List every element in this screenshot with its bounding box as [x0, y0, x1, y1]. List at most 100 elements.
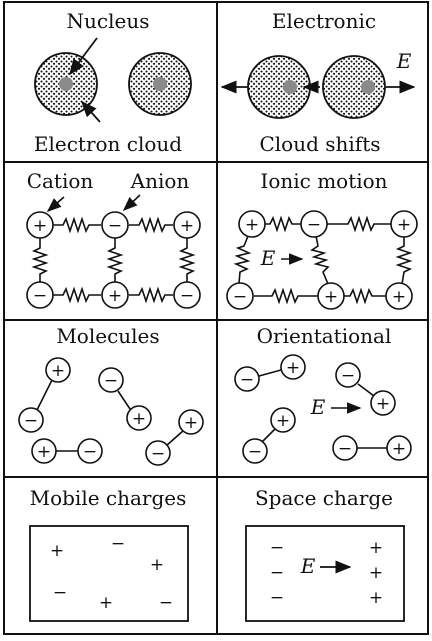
panel-electronic-neutral: Nucleus Electron cloud — [34, 9, 192, 156]
panel-ionic-motion: Ionic motion E + − + − + + — [226, 169, 418, 310]
spring — [31, 238, 49, 282]
negative-charge: − — [53, 583, 67, 603]
svg-text:+: + — [33, 216, 47, 236]
spring — [254, 287, 318, 305]
dipole-negative: − — [18, 407, 44, 433]
field-label: E — [310, 395, 326, 419]
cation: + — [317, 282, 345, 310]
spring — [233, 235, 252, 284]
cloud-pointer-arrow — [80, 100, 101, 123]
svg-text:−: − — [338, 439, 352, 459]
electronic-title: Electronic — [272, 9, 376, 33]
dipole-positive: + — [280, 354, 306, 380]
svg-text:−: − — [307, 215, 321, 235]
nucleus-label: Nucleus — [67, 9, 150, 33]
dipole-positive: + — [386, 435, 412, 461]
dipole-positive: + — [270, 407, 296, 433]
negative-charge: − — [270, 563, 284, 583]
electron-cloud — [322, 55, 386, 119]
svg-text:+: + — [132, 409, 146, 429]
svg-text:+: + — [108, 286, 122, 306]
space-charge-title: Space charge — [255, 486, 393, 510]
anion-pointer-arrow — [122, 194, 141, 211]
cation: + — [26, 211, 54, 239]
dipole-positive: + — [126, 405, 152, 431]
electron-cloud-label: Electron cloud — [34, 132, 182, 156]
dipole-bond — [261, 427, 277, 443]
cation: + — [101, 281, 129, 309]
nucleus-pointer-arrow — [69, 37, 98, 76]
svg-text:−: − — [24, 411, 38, 431]
negative-charge: − — [270, 588, 284, 608]
cloud-shifts-label: Cloud shifts — [259, 132, 380, 156]
negative-charge: − — [270, 538, 284, 558]
dipole-bond — [258, 369, 282, 377]
nucleus — [153, 77, 167, 91]
anion: − — [226, 282, 254, 310]
svg-text:+: + — [397, 215, 411, 235]
svg-text:−: − — [248, 442, 262, 462]
positive-charge: + — [50, 541, 64, 561]
cation: + — [173, 211, 201, 239]
field-label: E — [396, 49, 412, 73]
dipole-negative: − — [234, 366, 260, 392]
cation: + — [385, 282, 413, 310]
spring — [129, 286, 173, 304]
spring — [327, 215, 392, 233]
positive-charge: + — [369, 563, 383, 583]
negative-charge: − — [159, 593, 173, 613]
nucleus — [283, 80, 297, 94]
panel-mobile-charges: Mobile charges + − + − + − — [29, 486, 189, 622]
spring — [395, 236, 413, 285]
field-label: E — [300, 554, 316, 578]
positive-charge: + — [150, 555, 164, 575]
svg-text:+: + — [392, 439, 406, 459]
anion: − — [101, 211, 129, 239]
dipole-bond — [36, 379, 53, 411]
electron-cloud — [247, 55, 311, 119]
dipole-negative: − — [332, 435, 358, 461]
cation: + — [390, 210, 418, 238]
svg-text:+: + — [286, 358, 300, 378]
positive-charge: + — [369, 538, 383, 558]
svg-text:+: + — [180, 216, 194, 236]
dipole-positive: + — [31, 438, 57, 464]
svg-text:−: − — [104, 371, 118, 391]
cation: + — [238, 210, 266, 238]
spring — [53, 286, 101, 304]
dipole-bond — [165, 429, 185, 447]
molecules-title: Molecules — [56, 324, 159, 348]
panel-electronic-polarized: Electronic E Cloud shifts — [220, 9, 416, 156]
svg-text:+: + — [376, 394, 390, 414]
svg-text:+: + — [51, 361, 65, 381]
svg-text:+: + — [37, 442, 51, 462]
positive-charge: + — [369, 588, 383, 608]
svg-text:+: + — [184, 413, 198, 433]
svg-text:−: − — [108, 216, 122, 236]
panel-space-charge: Space charge − − − + + + E — [245, 486, 405, 622]
svg-text:+: + — [245, 215, 259, 235]
panel-molecules: Molecules + − − + + − + − — [18, 324, 204, 466]
mobile-charges-title: Mobile charges — [30, 486, 187, 510]
nucleus — [59, 77, 73, 91]
spring — [344, 287, 386, 305]
spring — [53, 216, 101, 234]
material-slab — [29, 525, 189, 622]
spring — [265, 215, 301, 233]
ionic-motion-title: Ionic motion — [260, 169, 387, 193]
dipole-bond — [357, 383, 375, 397]
anion-label: Anion — [130, 169, 190, 193]
dipole-positive: + — [370, 390, 396, 416]
svg-text:−: − — [180, 286, 194, 306]
dipole-negative: − — [242, 438, 268, 464]
field-label: E — [260, 246, 276, 270]
svg-text:+: + — [324, 287, 338, 307]
svg-text:−: − — [233, 287, 247, 307]
dipole-bond — [117, 390, 133, 413]
cation-pointer-arrow — [46, 196, 65, 212]
material-slab — [245, 525, 405, 622]
orientational-title: Orientational — [257, 324, 392, 348]
svg-text:−: − — [151, 444, 165, 464]
